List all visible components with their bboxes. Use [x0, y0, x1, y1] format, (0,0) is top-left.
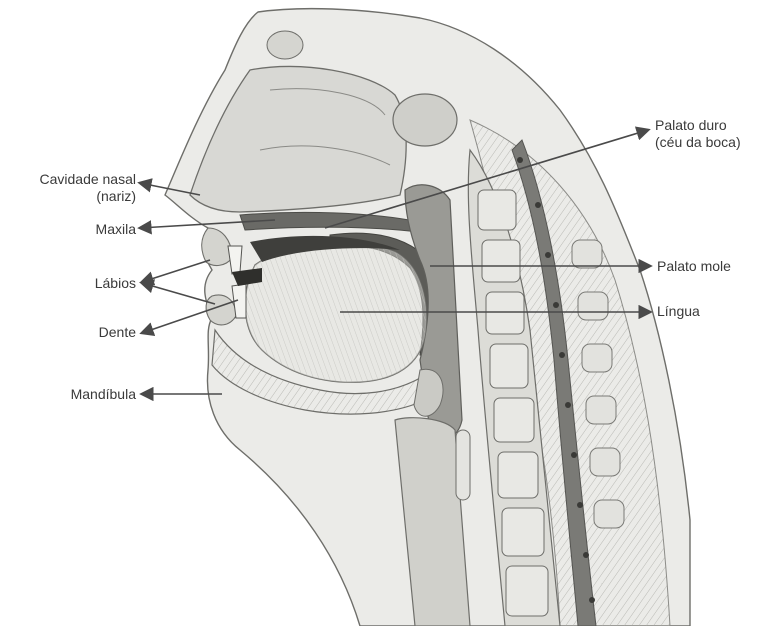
label-palato-mole: Palato mole	[657, 258, 731, 275]
label-lingua: Língua	[657, 303, 700, 320]
label-palato-duro-line1: Palato duro	[655, 117, 741, 134]
label-cavidade-nasal-line1: Cavidade nasal	[8, 171, 136, 188]
label-cavidade-nasal-line2: (nariz)	[8, 188, 136, 205]
label-palato-duro: Palato duro (céu da boca)	[655, 117, 741, 151]
label-dente: Dente	[8, 324, 136, 341]
label-palato-duro-line2: (céu da boca)	[655, 134, 741, 151]
label-cavidade-nasal: Cavidade nasal (nariz)	[8, 171, 136, 205]
leader-labios-lower	[142, 283, 215, 304]
leader-labios-upper	[142, 260, 210, 282]
label-maxila: Maxila	[8, 221, 136, 238]
label-labios: Lábios	[8, 275, 136, 292]
label-mandibula: Mandíbula	[8, 386, 136, 403]
sinus	[393, 94, 457, 146]
